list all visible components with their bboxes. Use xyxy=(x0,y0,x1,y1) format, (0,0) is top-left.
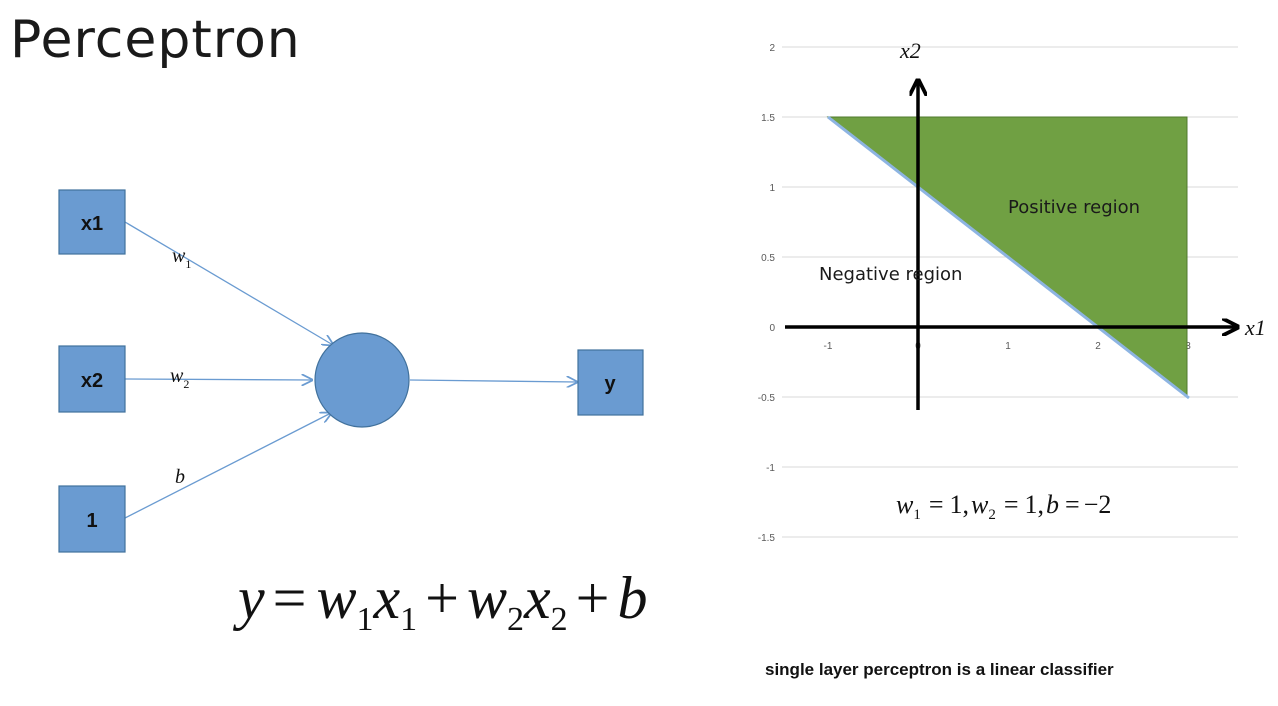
x-tick-label: 3 xyxy=(1185,341,1191,352)
edge-bias-to-neuron xyxy=(124,413,331,519)
y-tick-label: 0.5 xyxy=(761,253,775,264)
x1-axis-label: x1 xyxy=(1244,315,1266,340)
x2-axis-label: x2 xyxy=(899,38,921,63)
neuron-circle xyxy=(314,332,410,428)
input-node-bias: 1 xyxy=(58,485,126,553)
output-node: y xyxy=(577,349,644,416)
edge-x1-to-neuron xyxy=(124,221,333,345)
input-node-x2: x2 xyxy=(58,345,126,413)
y-tick-label: 0 xyxy=(769,323,775,334)
negative-region-label: Negative region xyxy=(819,264,962,285)
perceptron-equation: y=w1x1+w2x2+b xyxy=(232,565,648,638)
input-node-x1: x1 xyxy=(58,189,126,255)
decision-boundary-line xyxy=(827,115,1190,400)
weight-b-label: b xyxy=(175,466,185,488)
y-tick-label: 1 xyxy=(769,183,775,194)
x-tick-label: 1 xyxy=(1005,341,1011,352)
slide-title: Perceptron xyxy=(10,10,301,70)
positive-region-label: Positive region xyxy=(1008,197,1140,218)
weight-w1-label: w1 xyxy=(172,245,191,271)
output-label: y xyxy=(604,373,616,395)
y-tick-label: 2 xyxy=(769,43,775,54)
input-label-bias: 1 xyxy=(86,510,97,532)
input-label-x1: x1 xyxy=(81,213,103,235)
y-tick-label: -1.5 xyxy=(758,533,776,544)
y-tick-label: -0.5 xyxy=(758,393,776,404)
weight-w2-label: w2 xyxy=(170,365,189,391)
input-label-x2: x2 xyxy=(81,370,103,392)
caption: single layer perceptron is a linear clas… xyxy=(765,660,1114,679)
x-tick-label: 2 xyxy=(1095,341,1101,352)
y-tick-label: -1 xyxy=(766,463,775,474)
edge-neuron-to-output xyxy=(409,380,577,382)
x-tick-label: -1 xyxy=(824,341,833,352)
plot-y-tick-labels: 3.532.521.510.50-0.5-1-1.5 xyxy=(758,43,776,544)
edge-x2-to-neuron xyxy=(124,379,312,380)
y-tick-label: 1.5 xyxy=(761,113,775,124)
parameter-equation: w1=1,w2=1,b=−2 xyxy=(896,490,1111,523)
